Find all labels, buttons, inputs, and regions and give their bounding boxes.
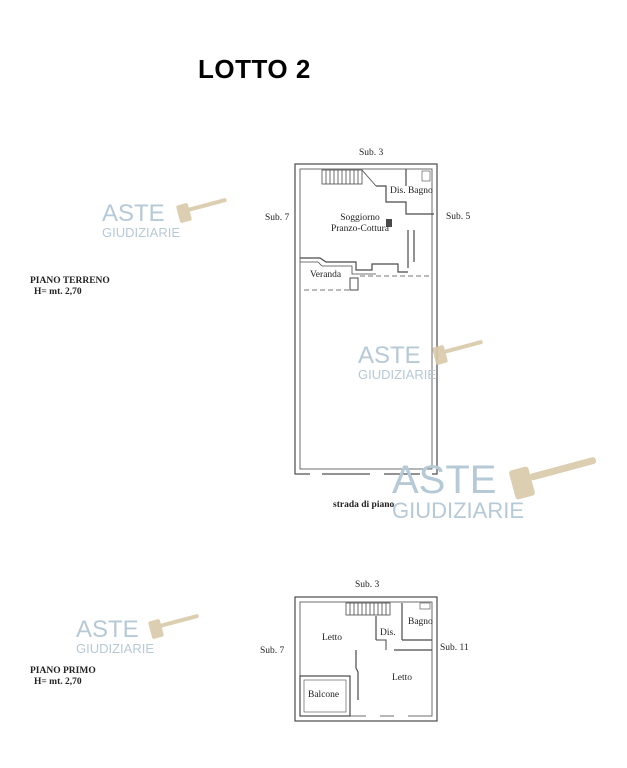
watermark-1-line2: GIUDIZIARIE xyxy=(102,225,181,240)
gavel-icon xyxy=(509,457,597,500)
watermark-3-line1: ASTE xyxy=(392,458,497,502)
first-sub-top-label: Sub. 3 xyxy=(355,580,380,590)
gavel-icon xyxy=(148,614,199,639)
ground-room-living-line1: Soggiorno xyxy=(340,213,380,223)
first-floor-plan xyxy=(294,596,438,722)
gavel-icon xyxy=(176,198,227,223)
first-sub-left-label: Sub. 7 xyxy=(260,646,285,656)
ground-stair xyxy=(321,169,377,187)
first-room-bedroom-2: Letto xyxy=(392,673,413,683)
first-floor-height: H= mt. 2,70 xyxy=(34,677,82,687)
ground-street-label: strada di piano xyxy=(333,500,395,510)
first-sub-right-label: Sub. 11 xyxy=(440,643,469,653)
ground-floor-plan xyxy=(294,163,438,476)
watermark-4: ASTE GIUDIZIARIE xyxy=(76,616,155,656)
watermark-2: ASTE GIUDIZIARIE xyxy=(358,342,437,382)
first-floor-label: PIANO PRIMO H= mt. 2,70 xyxy=(30,666,96,688)
ground-room-veranda: Veranda xyxy=(310,270,342,280)
first-room-dis: Dis. xyxy=(380,628,396,638)
ground-sub-right-label: Sub. 5 xyxy=(446,212,471,222)
ground-room-bathroom: Dis. Bagno xyxy=(390,186,433,196)
ground-sub-left-label: Sub. 7 xyxy=(265,213,290,223)
first-room-bedroom-1: Letto xyxy=(322,633,343,643)
gavel-icon xyxy=(432,340,483,365)
page-title: LOTTO 2 xyxy=(198,54,311,84)
watermark-1: ASTE GIUDIZIARIE xyxy=(102,200,181,240)
watermark-2-line1: ASTE xyxy=(358,342,421,369)
ground-floor-label: PIANO TERRENO H= mt. 2,70 xyxy=(30,276,110,298)
first-room-bathroom: Bagno xyxy=(408,617,433,627)
watermark-4-line1: ASTE xyxy=(76,616,139,643)
ground-sub-top-label: Sub. 3 xyxy=(359,148,384,158)
watermark-3: ASTE GIUDIZIARIE xyxy=(392,460,524,522)
ground-floor-height: H= mt. 2,70 xyxy=(34,287,82,297)
ground-room-living-line2: Pranzo-Cottura xyxy=(330,224,390,234)
first-stair xyxy=(345,602,391,616)
ground-floor-name: PIANO TERRENO xyxy=(30,276,110,286)
first-floor-name: PIANO PRIMO xyxy=(30,666,96,676)
ground-room-living: Soggiorno Pranzo-Cottura xyxy=(328,213,392,235)
watermark-2-line2: GIUDIZIARIE xyxy=(358,367,437,382)
watermark-1-line1: ASTE xyxy=(102,200,165,227)
watermark-4-line2: GIUDIZIARIE xyxy=(76,641,155,656)
watermark-3-line2: GIUDIZIARIE xyxy=(392,498,525,523)
first-room-balcony: Balcone xyxy=(308,690,340,700)
